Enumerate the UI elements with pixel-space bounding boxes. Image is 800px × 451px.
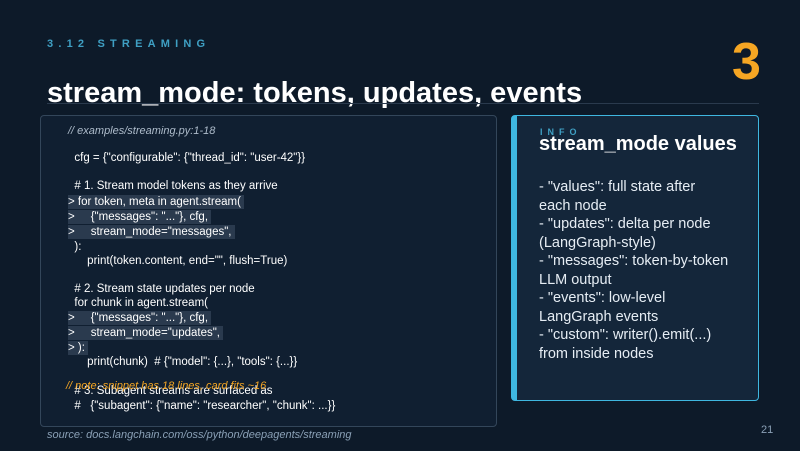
info-line: - "events": low-level xyxy=(539,290,666,306)
info-card: INFO stream_mode values - "values": full… xyxy=(511,115,759,401)
code-line: # {"subagent": {"name": "researcher", "c… xyxy=(68,400,336,412)
info-line: from inside nodes xyxy=(539,345,654,362)
code-line-highlighted: > ): xyxy=(68,341,88,355)
code-line-highlighted: > for token, meta in agent.stream( xyxy=(68,195,244,209)
info-line: LangGraph events xyxy=(539,308,659,325)
info-line: - "values": full state after xyxy=(539,179,696,195)
code-line-highlighted: > {"messages": "..."}, cfg, xyxy=(68,311,212,325)
code-line: # 1. Stream model tokens as they arrive xyxy=(68,180,278,192)
code-file-comment: // examples/streaming.py:1-18 xyxy=(68,125,216,137)
code-line: # 2. Stream state updates per node xyxy=(68,283,255,295)
code-panel: // examples/streaming.py:1-18 cfg = {"co… xyxy=(40,115,497,427)
title-divider xyxy=(47,103,759,104)
slide-number: 3 xyxy=(732,33,761,91)
code-line: print(chunk) # {"model": {...}, "tools":… xyxy=(68,356,298,368)
section-label: 3.12 STREAMING xyxy=(47,38,211,50)
info-line: (LangGraph-style) xyxy=(539,234,656,251)
code-line: # 3. Subagent streams are surfaced as xyxy=(68,385,273,397)
code-line: ): xyxy=(68,241,82,253)
code-overlay-note: // note: snippet has 18 lines, card fits… xyxy=(66,380,267,392)
info-line: each node xyxy=(539,197,607,214)
code-line: cfg = {"configurable": {"thread_id": "us… xyxy=(68,152,306,164)
code-line: for chunk in agent.stream( xyxy=(68,297,208,309)
info-body: - "values": full state after each node -… xyxy=(539,178,757,363)
source-citation: source: docs.langchain.com/oss/python/de… xyxy=(47,429,352,441)
info-line: - "messages": token-by-token xyxy=(539,253,729,269)
code-line-highlighted: > stream_mode="messages", xyxy=(68,225,235,239)
info-tag: INFO xyxy=(540,127,582,137)
code-line: print(token.content, end="", flush=True) xyxy=(68,255,288,267)
info-line: LLM output xyxy=(539,271,612,288)
info-title: stream_mode values xyxy=(539,133,737,155)
slide-title: stream_mode: tokens, updates, events xyxy=(47,77,583,109)
info-line: - "custom": writer().emit(...) xyxy=(539,327,712,343)
code-line-highlighted: > {"messages": "..."}, cfg, xyxy=(68,210,212,224)
page-number: 21 xyxy=(761,424,774,436)
info-line: - "updates": delta per node xyxy=(539,216,711,232)
code-line-highlighted: > stream_mode="updates", xyxy=(68,326,223,340)
